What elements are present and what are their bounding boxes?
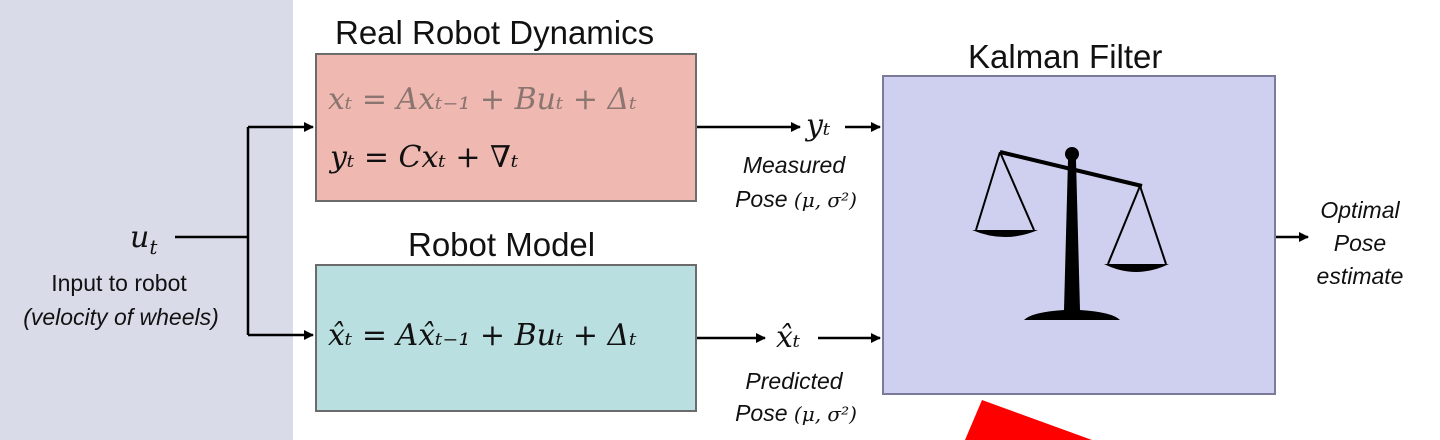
predicted-symbol: x̂ₜ [776, 320, 801, 355]
predicted-label-line2: Pose (μ, σ²) [735, 400, 857, 426]
model-equation: x̂ₜ = Ax̂ₜ₋₁ + Buₜ + Δₜ [328, 318, 637, 353]
output-label-line2: Pose [1333, 230, 1387, 256]
measurement-equation: yₜ = Cxₜ + ∇ₜ [330, 140, 519, 175]
kalman-filter-title: Kalman Filter [968, 38, 1163, 75]
input-symbol: ut [130, 220, 158, 259]
input-label-line2: (velocity of wheels) [23, 304, 219, 330]
predicted-label-line1: Predicted [745, 368, 843, 394]
balance-scale-icon [972, 147, 1169, 320]
input-panel-background [0, 0, 293, 440]
real-dynamics-title: Real Robot Dynamics [335, 14, 655, 51]
state-equation: xₜ = Axₜ₋₁ + Buₜ + Δₜ [328, 82, 637, 117]
input-label-line1: Input to robot [51, 270, 187, 296]
red-shape-partial [965, 400, 1092, 440]
measured-symbol: yₜ [806, 108, 831, 143]
real-dynamics-box [315, 53, 697, 202]
robot-model-title: Robot Model [408, 226, 596, 263]
measured-label-line2: Pose (μ, σ²) [735, 186, 857, 212]
measured-label-line1: Measured [742, 152, 846, 178]
output-label-line3: estimate [1316, 263, 1404, 289]
output-label-line1: Optimal [1320, 197, 1400, 223]
kalman-filter-box [882, 75, 1276, 395]
robot-model-box [315, 264, 697, 412]
